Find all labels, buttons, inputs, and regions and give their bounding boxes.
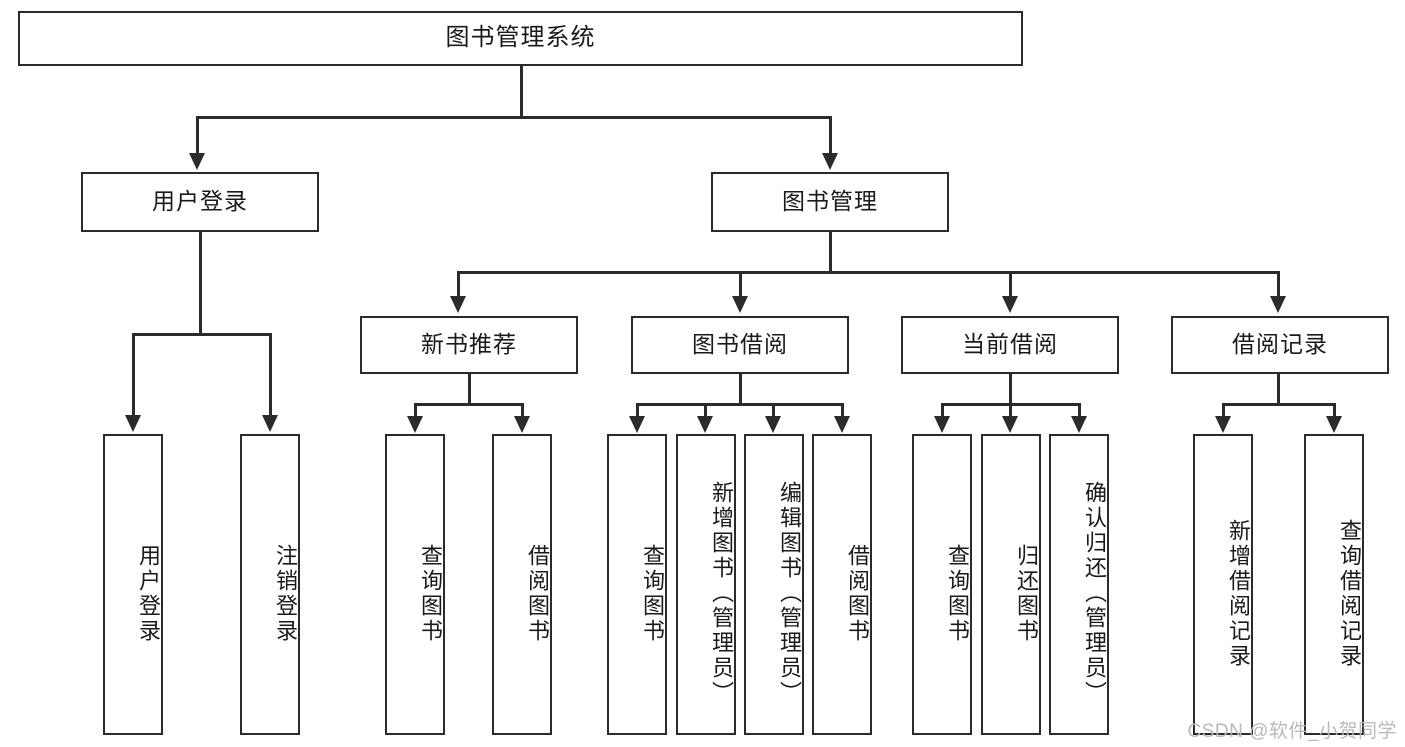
- connector-book-borrow-bar: [636, 403, 844, 406]
- arrow-root-to-book-management: [822, 153, 838, 170]
- connector-current-borrow-drop-1: [941, 403, 944, 419]
- node-new-book-recommend[interactable]: 新书推荐: [360, 316, 578, 374]
- arrow-current-borrow-to-leaf-2: [1002, 416, 1018, 433]
- connector-root-stem: [520, 66, 523, 118]
- arrow-book-management-to-borrow-record: [1270, 296, 1286, 313]
- arrow-current-borrow-to-leaf-3: [1071, 416, 1087, 433]
- connector-book-borrow-stem: [739, 374, 742, 405]
- leaf-borrow-record-add-record[interactable]: 新增借阅记录: [1193, 434, 1253, 735]
- node-current-borrow[interactable]: 当前借阅: [901, 316, 1119, 374]
- connector-borrow-record-bar: [1222, 403, 1335, 406]
- arrow-new-book-to-leaf-1: [407, 416, 423, 433]
- leaf-user-login-login[interactable]: 用户登录: [103, 434, 163, 735]
- arrow-borrow-record-to-leaf-1: [1215, 416, 1231, 433]
- node-book-borrow[interactable]: 图书借阅: [631, 316, 849, 374]
- connector-book-management-bar: [457, 271, 1279, 274]
- connector-book-borrow-drop-4: [841, 403, 844, 419]
- connector-new-book-drop-2: [521, 403, 524, 419]
- arrow-user-login-to-leaf-1: [125, 415, 141, 432]
- arrow-book-management-to-new-book: [450, 296, 466, 313]
- node-user-login[interactable]: 用户登录: [81, 172, 319, 232]
- watermark-text: CSDN @软件_小贺同学: [1187, 721, 1397, 742]
- connector-book-management-drop-1: [457, 271, 460, 299]
- arrow-new-book-to-leaf-2: [514, 416, 530, 433]
- arrow-user-login-to-leaf-2: [262, 415, 278, 432]
- arrow-book-borrow-to-leaf-3: [765, 416, 781, 433]
- leaf-borrow-record-query-record[interactable]: 查询借阅记录: [1304, 434, 1364, 735]
- connector-new-book-bar: [414, 403, 524, 406]
- leaf-current-borrow-confirm-return-admin[interactable]: 确认归还（管理员）: [1049, 434, 1109, 735]
- connector-new-book-drop-1: [414, 403, 417, 419]
- connector-root-drop-1: [196, 116, 199, 156]
- connector-current-borrow-drop-2: [1009, 403, 1012, 419]
- connector-book-management-drop-4: [1277, 271, 1280, 299]
- leaf-book-borrow-edit-book-admin[interactable]: 编辑图书（管理员）: [744, 434, 804, 735]
- leaf-book-borrow-query-books[interactable]: 查询图书: [607, 434, 667, 735]
- connector-root-drop-2: [829, 116, 832, 156]
- leaf-book-borrow-add-book-admin[interactable]: 新增图书（管理员）: [676, 434, 736, 735]
- leaf-user-login-logout[interactable]: 注销登录: [240, 434, 300, 735]
- arrow-book-management-to-current-borrow: [1002, 296, 1018, 313]
- leaf-new-book-query-books[interactable]: 查询图书: [385, 434, 445, 735]
- node-borrow-record[interactable]: 借阅记录: [1171, 316, 1389, 374]
- leaf-book-borrow-borrow-books[interactable]: 借阅图书: [812, 434, 872, 735]
- node-root-book-management-system[interactable]: 图书管理系统: [18, 11, 1023, 66]
- connector-book-management-drop-3: [1009, 271, 1012, 299]
- connector-book-management-drop-2: [739, 271, 742, 299]
- connector-user-login-drop-1: [132, 333, 135, 417]
- connector-user-login-stem: [199, 232, 202, 335]
- connector-current-borrow-stem: [1009, 374, 1012, 405]
- node-book-management[interactable]: 图书管理: [711, 172, 949, 232]
- connector-book-management-stem: [829, 232, 832, 273]
- connector-root-bar: [196, 116, 832, 119]
- connector-book-borrow-drop-1: [636, 403, 639, 419]
- connector-user-login-bar: [132, 333, 271, 336]
- arrow-current-borrow-to-leaf-1: [934, 416, 950, 433]
- leaf-current-borrow-return-books[interactable]: 归还图书: [981, 434, 1041, 735]
- connector-borrow-record-drop-2: [1333, 403, 1336, 419]
- arrow-book-borrow-to-leaf-2: [697, 416, 713, 433]
- connector-new-book-stem: [468, 374, 471, 405]
- connector-book-borrow-drop-3: [772, 403, 775, 419]
- arrow-root-to-user-login: [189, 153, 205, 170]
- connector-borrow-record-drop-1: [1222, 403, 1225, 419]
- connector-book-borrow-drop-2: [704, 403, 707, 419]
- arrow-borrow-record-to-leaf-2: [1326, 416, 1342, 433]
- leaf-current-borrow-query-books[interactable]: 查询图书: [912, 434, 972, 735]
- connector-current-borrow-drop-3: [1078, 403, 1081, 419]
- arrow-book-borrow-to-leaf-1: [629, 416, 645, 433]
- arrow-book-management-to-book-borrow: [732, 296, 748, 313]
- connector-borrow-record-stem: [1277, 374, 1280, 405]
- leaf-new-book-borrow-books[interactable]: 借阅图书: [492, 434, 552, 735]
- arrow-book-borrow-to-leaf-4: [834, 416, 850, 433]
- connector-user-login-drop-2: [269, 333, 272, 417]
